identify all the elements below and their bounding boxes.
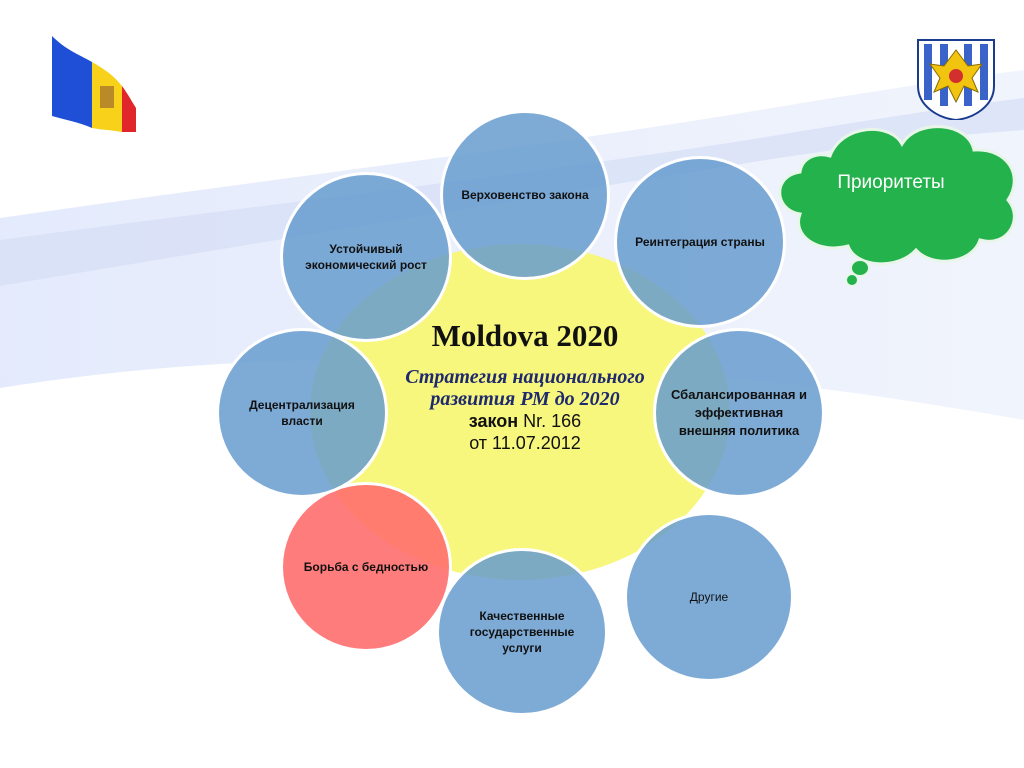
node-rule-of-law: Верховенство закона [440, 110, 610, 280]
cloud-label: Приоритеты [837, 172, 945, 193]
law-word: закон [468, 411, 519, 431]
law-date: от 11.07.2012 [469, 433, 581, 453]
center-text: Moldova 2020 Стратегия национального раз… [380, 318, 670, 454]
node-label: Качественные государственные услуги [469, 609, 575, 655]
coat-of-arms-icon [917, 39, 995, 120]
node-label: Верховенство закона [461, 188, 589, 202]
node-label: Борьба с бедностью [303, 560, 429, 574]
node-foreign-policy: Сбалансированная и эффективная внешняя п… [653, 328, 825, 498]
node-public-services: Качественные государственные услуги [436, 548, 608, 716]
center-subtitle: Стратегия национального развития РМ до 2… [405, 366, 645, 410]
node-label: Реинтеграция страны [635, 235, 765, 249]
moldova-flag-icon [52, 36, 136, 132]
priorities-cloud [778, 125, 1016, 287]
node-decentralization: Децентрализация власти [216, 328, 388, 498]
node-label: Децентрализация власти [249, 398, 355, 428]
node-other: Другие [624, 512, 794, 682]
law-line: закон Nr. 166 [380, 410, 670, 432]
node-reintegration: Реинтеграция страны [614, 156, 786, 328]
node-label: Другие [689, 590, 729, 604]
node-poverty: Борьба с бедностью [280, 482, 452, 652]
center-title: Moldova 2020 [431, 318, 619, 353]
node-label: Сбалансированная и эффективная внешняя п… [670, 387, 808, 438]
node-economic-growth: Устойчивый экономический рост [280, 172, 452, 342]
node-label: Устойчивый экономический рост [305, 242, 427, 272]
law-number: Nr. 166 [523, 411, 582, 431]
